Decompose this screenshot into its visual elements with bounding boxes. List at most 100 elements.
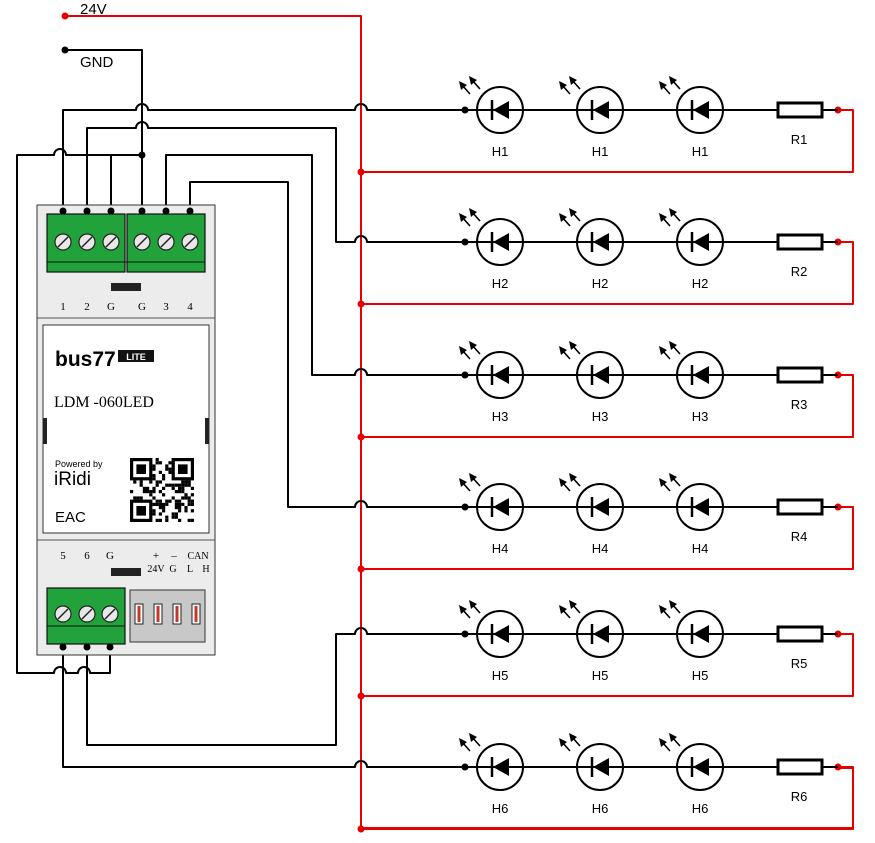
qr-module (155, 480, 159, 484)
h2-label-b: H2 (592, 276, 609, 291)
ch5-wire (86, 627, 466, 746)
qr-module (152, 474, 156, 478)
can-pin-contact-1 (137, 606, 141, 622)
led-ray-head-2 (469, 600, 477, 609)
qr-module (158, 502, 162, 506)
led-ray-head-1 (559, 81, 567, 90)
ch5-input-dot (461, 630, 469, 638)
ch6-led-2 (559, 733, 624, 791)
led-ray-head-1 (459, 81, 467, 90)
led-diode-arrow (593, 758, 609, 776)
ch2-led-1 (459, 208, 524, 266)
led-ray-head-1 (459, 478, 467, 487)
ch6-led-1 (459, 733, 524, 791)
top-terminal-dot-4 (138, 207, 146, 215)
led-ray-head-1 (459, 738, 467, 747)
v24-label: 24V (80, 1, 107, 18)
qr-module (165, 499, 169, 503)
qr-module (158, 512, 162, 516)
qr-module (174, 490, 178, 494)
qr-module (178, 518, 182, 522)
led-ray-head-1 (659, 738, 667, 747)
can-label: CAN (187, 551, 208, 562)
eac-mark: EAC (55, 509, 86, 526)
qr-module (146, 486, 150, 490)
qr-module (155, 483, 159, 487)
qr-module (165, 464, 169, 468)
qr-module (168, 461, 172, 465)
qr-module (155, 518, 159, 522)
ldm-060led-module: 1 2 G G 3 4 bus77 LITE LDM -060LED Power… (36, 204, 216, 656)
qr-module (187, 499, 191, 503)
ch2-led-2 (559, 208, 624, 266)
led-ray-head-2 (469, 341, 477, 350)
top-screw-3-slot (105, 236, 117, 248)
led-diode-arrow (493, 366, 509, 384)
terminal-g3-label: G (106, 550, 114, 562)
ch2-led-3 (659, 208, 724, 266)
qr-module (155, 502, 159, 506)
qr-module (181, 483, 185, 487)
gnd-terminal-dot (61, 46, 69, 54)
channel-1 (357, 76, 854, 176)
qr-module (142, 486, 146, 490)
gnd-loop-wire (16, 148, 112, 674)
terminal-g2-label: G (138, 301, 146, 313)
qr-module (139, 483, 143, 487)
brand-badge-text: LITE (126, 352, 146, 362)
qr-module (184, 480, 188, 484)
terminal-6-label: 6 (84, 550, 90, 562)
top-screw-1-slot (57, 236, 69, 248)
led-ray-head-2 (469, 76, 477, 85)
led-diode-arrow (693, 366, 709, 384)
ch6-led-3 (659, 733, 724, 791)
qr-module (178, 509, 182, 513)
led-ray-head-1 (559, 478, 567, 487)
led-diode-arrow (493, 233, 509, 251)
ch2-rail-junction (357, 300, 365, 308)
led-ray-head-2 (669, 600, 677, 609)
led-ray-head-2 (569, 208, 577, 217)
ch6-rail-junction (357, 825, 365, 833)
h6-label-b: H6 (592, 801, 609, 816)
ch1-input-dot (461, 106, 469, 114)
led-ray-head-1 (659, 346, 667, 355)
qr-module (149, 493, 153, 497)
can-pin-contact-2 (156, 606, 160, 622)
qr-module (181, 480, 185, 484)
qr-module (162, 509, 166, 513)
channel-2 (357, 208, 854, 308)
led-ray-head-2 (669, 473, 677, 482)
led-diode-arrow (493, 625, 509, 643)
led-diode-arrow (693, 233, 709, 251)
qr-module (190, 499, 194, 503)
qr-module (174, 515, 178, 519)
qr-module (162, 486, 166, 490)
ch6-resistor (776, 758, 824, 776)
led-diode-arrow (493, 758, 509, 776)
qr-module (178, 490, 182, 494)
qr-module (165, 467, 169, 471)
h1-label-b: H1 (592, 144, 609, 159)
led-diode-arrow (593, 366, 609, 384)
led-ray-head-1 (659, 213, 667, 222)
qr-module (174, 483, 178, 487)
top-status-led (111, 283, 141, 291)
qr-module (174, 502, 178, 506)
qr-module (168, 467, 172, 471)
ch3-led-1 (459, 341, 524, 399)
led-ray-head-2 (469, 473, 477, 482)
qr-code (130, 458, 194, 522)
qr-module (181, 486, 185, 490)
ch1-led-3 (659, 76, 724, 134)
ch3-rail-junction (357, 433, 365, 441)
h3-label-b: H3 (592, 409, 609, 424)
qr-module (181, 502, 185, 506)
led-ray-head-1 (559, 346, 567, 355)
ch5-led-3 (659, 600, 724, 658)
r3-label: R3 (791, 397, 808, 412)
h4-label-a: H4 (492, 541, 509, 556)
ch6-input-dot (461, 763, 469, 771)
qr-module (171, 483, 175, 487)
bottom-status-led (111, 568, 141, 576)
